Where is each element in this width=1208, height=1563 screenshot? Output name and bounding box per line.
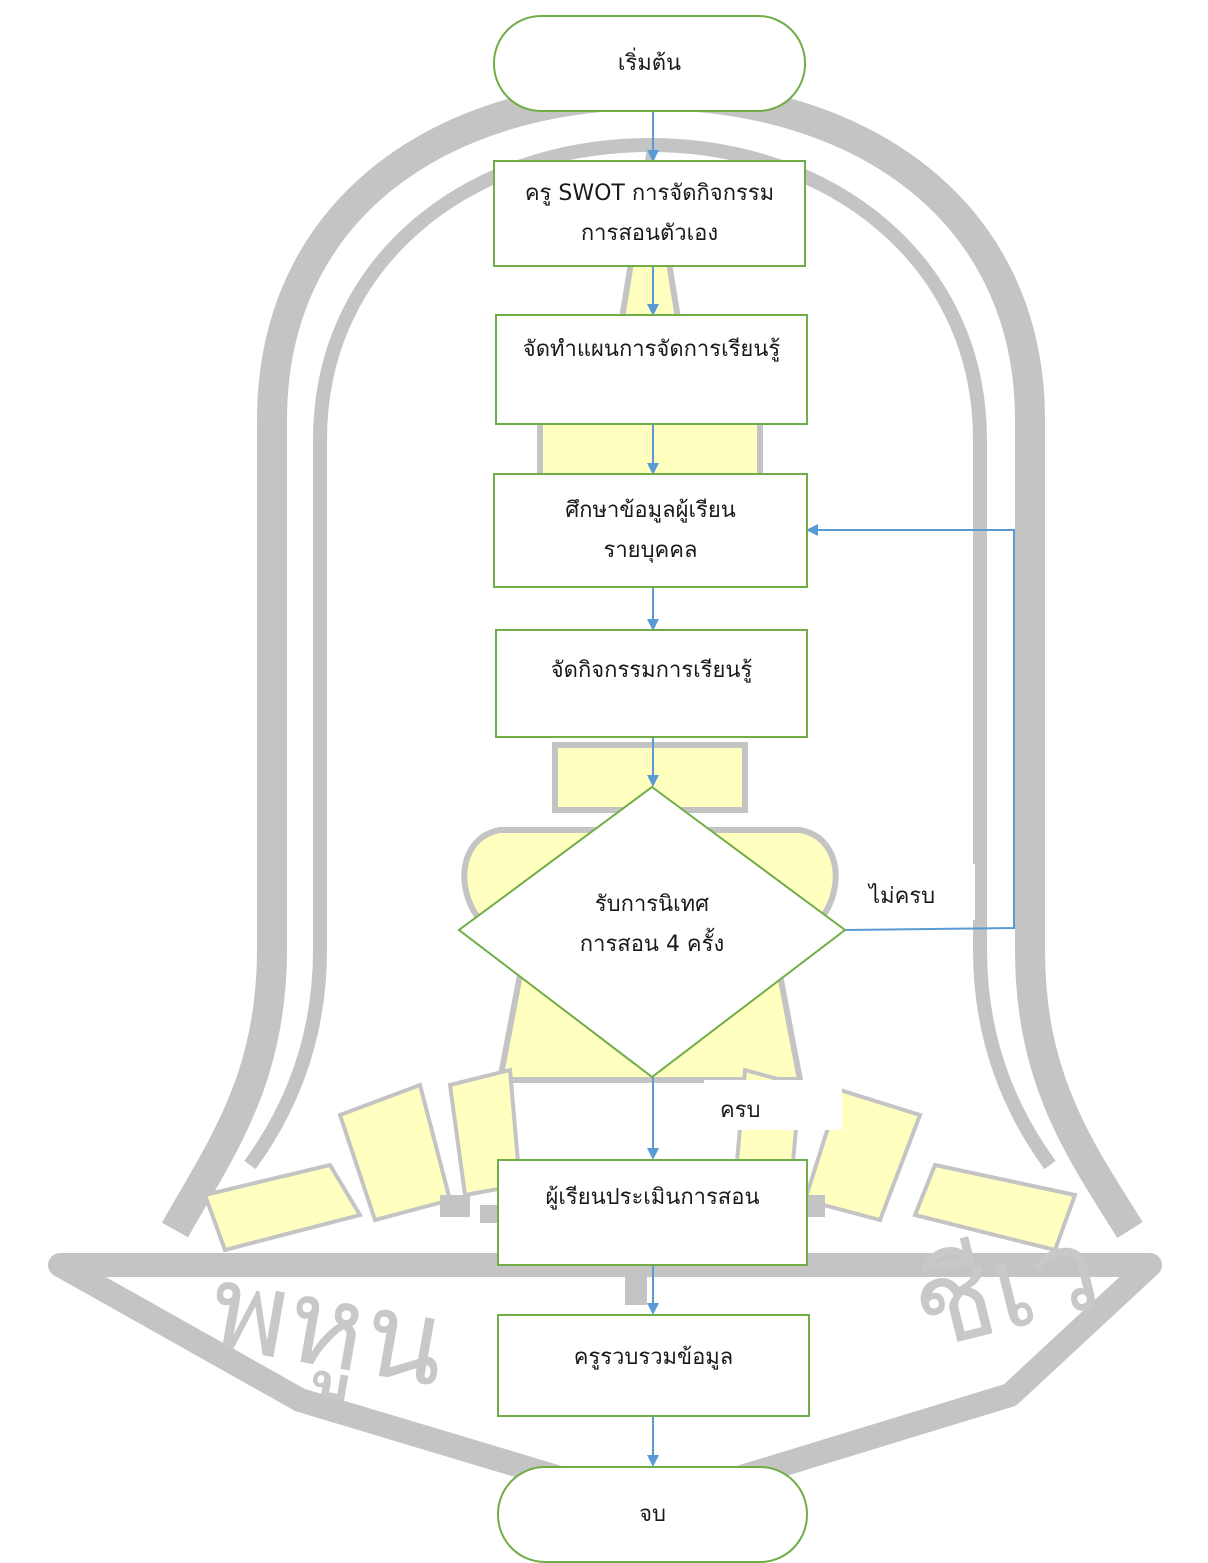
supervision-decision: [457, 785, 847, 1079]
swot-process-box: [493, 160, 806, 267]
evaluate-process-box: [497, 1159, 808, 1266]
collect-process-box: [497, 1314, 810, 1417]
not-complete-label: ไม่ครบ: [869, 884, 936, 909]
complete-label-box: ครบ: [704, 1080, 842, 1130]
end-terminal: [497, 1466, 808, 1563]
arrow-loop-back-to-study: [806, 524, 1015, 931]
plan-process-box: [495, 314, 808, 425]
start-terminal: [493, 15, 806, 112]
activity-process-box: [495, 629, 808, 738]
complete-label: ครบ: [720, 1098, 761, 1123]
study-process-box: [493, 473, 808, 588]
not-complete-label-box: ไม่ครบ: [847, 864, 975, 920]
